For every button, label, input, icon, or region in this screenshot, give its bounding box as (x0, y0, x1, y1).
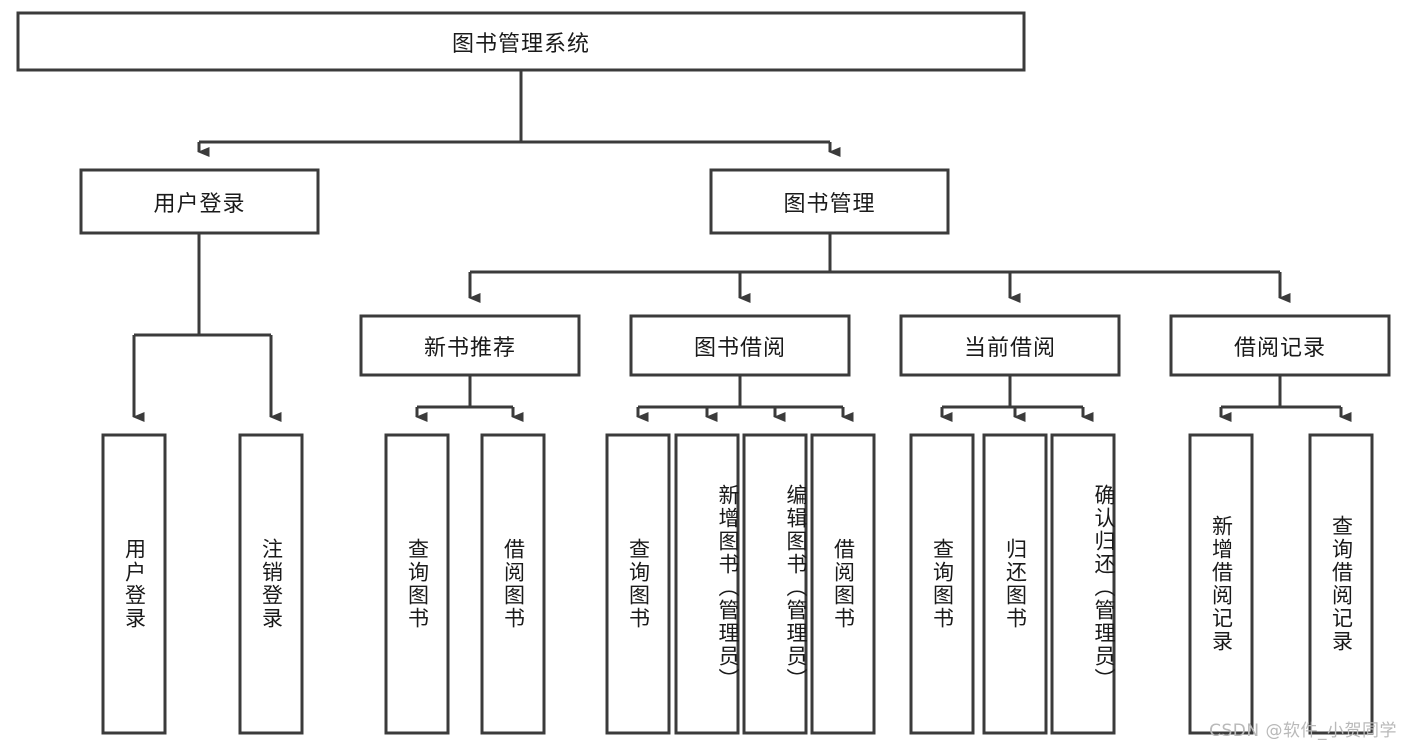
watermark-text: CSDN @软件_小贺同学 (1209, 721, 1397, 741)
node-box-book-manage[interactable] (709, 168, 950, 235)
node-box-leaf-query-book-1[interactable] (384, 433, 450, 735)
node-box-current-borrow[interactable] (899, 314, 1121, 377)
connector-new-book-rec-to-leaves (415, 375, 524, 422)
node-box-leaf-add-record[interactable] (1188, 433, 1254, 735)
connector-current-borrow-to-leaves (940, 375, 1094, 422)
node-box-leaf-user-login[interactable] (101, 433, 167, 735)
node-box-leaf-return-book[interactable] (982, 433, 1048, 735)
connector-borrow-record-to-leaves (1219, 375, 1352, 422)
node-box-leaf-query-record[interactable] (1308, 433, 1374, 735)
node-box-leaf-confirm-return[interactable] (1050, 433, 1116, 735)
node-box-borrow-record[interactable] (1169, 314, 1391, 377)
node-box-leaf-borrow-book-1[interactable] (480, 433, 546, 735)
node-box-leaf-borrow-book-2[interactable] (810, 433, 876, 735)
connector-book-manage-to-level3 (468, 233, 1291, 303)
node-box-leaf-query-book-2[interactable] (605, 433, 671, 735)
node-box-leaf-edit-book[interactable] (742, 433, 808, 735)
node-box-book-borrow[interactable] (629, 314, 851, 377)
node-box-new-book-rec[interactable] (359, 314, 581, 377)
node-box-user-login[interactable] (79, 168, 320, 235)
node-box-root[interactable] (16, 11, 1026, 72)
connector-user-login-to-leaves (132, 233, 282, 422)
node-box-leaf-logout[interactable] (238, 433, 304, 735)
connector-book-borrow-to-leaves (636, 375, 854, 422)
node-box-leaf-add-book[interactable] (674, 433, 740, 735)
node-box-leaf-query-book-3[interactable] (909, 433, 975, 735)
connector-root-to-level2 (197, 70, 841, 157)
